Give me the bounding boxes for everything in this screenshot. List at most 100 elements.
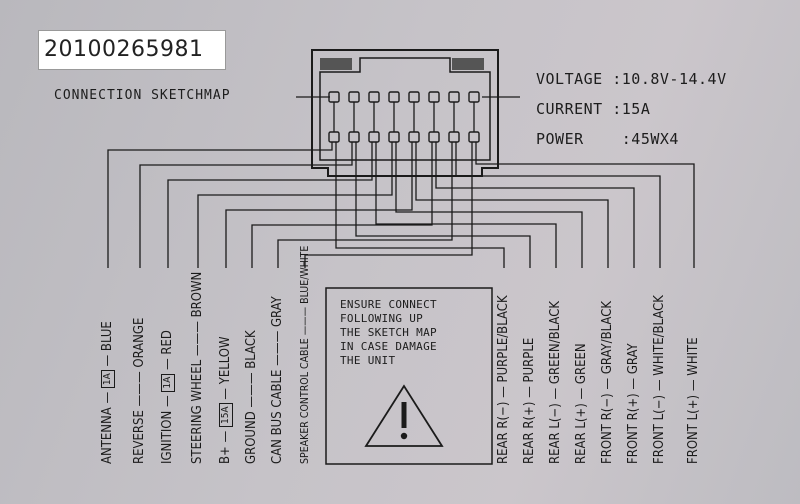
wire-color: WHITE bbox=[686, 337, 701, 376]
connector-pin-bottom-7 bbox=[448, 131, 460, 143]
diagram-title: CONNECTION SKETCHMAP bbox=[54, 88, 231, 103]
wire-name: REVERSE bbox=[132, 410, 147, 464]
wire-left-4 bbox=[197, 142, 393, 268]
wire-traces bbox=[107, 102, 695, 268]
fuse-rating: 1A bbox=[160, 373, 175, 392]
connector-pin-top-4 bbox=[388, 91, 400, 103]
wire-left-6 bbox=[251, 142, 433, 268]
wire-right-2 bbox=[355, 142, 531, 268]
warning-box bbox=[325, 287, 493, 465]
wire-label-left-5: B+ — 15A — YELLOW bbox=[218, 336, 233, 464]
wire-label-right-7: FRONT L(−) — WHITE/BLACK bbox=[652, 295, 667, 464]
fuse-rating: 15A bbox=[218, 403, 233, 428]
wire-right-7 bbox=[455, 142, 661, 268]
connector-pin-bottom-1 bbox=[328, 131, 340, 143]
serial-number: 20100265981 bbox=[44, 37, 204, 62]
connector-pin-bottom-6 bbox=[428, 131, 440, 143]
connector-pin-top-1 bbox=[328, 91, 340, 103]
wire-color: RED bbox=[160, 330, 175, 355]
wire-label-left-3: IGNITION — 1A — RED bbox=[160, 330, 175, 464]
wire-label-right-6: FRONT R(+) — GRAY bbox=[626, 343, 641, 464]
wire-name: FRONT R(−) bbox=[600, 393, 615, 464]
wire-color: BLACK bbox=[244, 330, 259, 369]
wire-name: REAR L(+) bbox=[574, 403, 589, 464]
wire-color: GRAY bbox=[626, 343, 641, 375]
wire-name: SPEAKER CONTROL CABLE bbox=[299, 338, 311, 464]
wire-name: B+ bbox=[218, 446, 233, 464]
wire-left-8 bbox=[304, 142, 473, 268]
wire-name: IGNITION bbox=[160, 410, 175, 464]
spec-voltage: VOLTAGE :10.8V-14.4V bbox=[536, 70, 727, 88]
fuse-rating: 1A bbox=[100, 370, 115, 389]
connector-pin-bottom-2 bbox=[348, 131, 360, 143]
wire-label-left-1: ANTENNA — 1A — BLUE bbox=[100, 321, 115, 464]
connector-latch-left bbox=[320, 58, 352, 70]
wire-name: FRONT L(−) bbox=[652, 394, 667, 464]
wire-label-left-2: REVERSE ——— ORANGE bbox=[132, 317, 147, 464]
wire-label-right-8: FRONT L(+) — WHITE bbox=[686, 337, 701, 464]
wire-color: BROWN bbox=[190, 271, 205, 318]
wire-right-5 bbox=[415, 142, 609, 268]
connector-pin-top-3 bbox=[368, 91, 380, 103]
wire-label-right-5: FRONT R(−) — GRAY/BLACK bbox=[600, 300, 615, 464]
wire-label-right-4: REAR L(+) — GREEN bbox=[574, 343, 589, 464]
wire-color: ORANGE bbox=[132, 317, 147, 368]
wire-label-right-2: REAR R(+) — PURPLE bbox=[522, 337, 537, 464]
wire-color: WHITE/BLACK bbox=[652, 295, 667, 376]
warning-triangle-icon bbox=[364, 384, 444, 447]
wire-color: PURPLE/BLACK bbox=[496, 295, 511, 383]
wire-right-1 bbox=[335, 142, 505, 268]
wire-left-2 bbox=[139, 142, 353, 268]
wire-label-left-8: SPEAKER CONTROL CABLE ——— BLUE/WHITE bbox=[299, 245, 311, 464]
connector-pin-bottom-4 bbox=[388, 131, 400, 143]
connector-pin-bottom-3 bbox=[368, 131, 380, 143]
pin-row-bottom bbox=[328, 131, 480, 143]
wire-left-5 bbox=[225, 142, 413, 268]
connector-inner-outline bbox=[319, 57, 491, 161]
wire-name: FRONT L(+) bbox=[686, 394, 701, 464]
wire-color: GRAY bbox=[270, 296, 285, 328]
connector-pin-top-5 bbox=[408, 91, 420, 103]
connector-pin-top-7 bbox=[448, 91, 460, 103]
wire-color: BLUE/WHITE bbox=[299, 245, 311, 304]
wire-color: GREEN bbox=[574, 343, 589, 385]
warning-text: ENSURE CONNECT FOLLOWING UP THE SKETCH M… bbox=[340, 298, 437, 367]
wire-label-left-4: STEERING WHEEL ——— BROWN bbox=[190, 271, 205, 464]
wire-left-3 bbox=[167, 142, 373, 268]
wire-name: CAN BUS CABLE bbox=[270, 369, 285, 464]
wire-name: REAR R(−) bbox=[496, 401, 511, 464]
wire-name: GROUND bbox=[244, 411, 259, 464]
connector-pin-bottom-8 bbox=[468, 131, 480, 143]
wire-label-right-1: REAR R(−) — PURPLE/BLACK bbox=[496, 295, 511, 464]
connector-pin-top-2 bbox=[348, 91, 360, 103]
wire-label-left-6: GROUND ——— BLACK bbox=[244, 330, 259, 464]
wire-name: ANTENNA bbox=[100, 407, 115, 464]
wire-name: REAR R(+) bbox=[522, 401, 537, 464]
wire-right-4 bbox=[395, 142, 583, 268]
wire-name: REAR L(−) bbox=[548, 403, 563, 464]
wire-left-7 bbox=[277, 142, 453, 268]
wire-color: BLUE bbox=[100, 321, 115, 352]
wire-name: STEERING WHEEL bbox=[190, 359, 205, 464]
spec-current: CURRENT :15A bbox=[536, 100, 651, 118]
pin-row-top bbox=[328, 91, 480, 103]
connector-pin-bottom-5 bbox=[408, 131, 420, 143]
connector-pin-top-8 bbox=[468, 91, 480, 103]
connector-pin-top-6 bbox=[428, 91, 440, 103]
wire-name: FRONT R(+) bbox=[626, 393, 641, 464]
wire-color: PURPLE bbox=[522, 337, 537, 383]
wire-right-6 bbox=[435, 142, 635, 268]
wire-left-1 bbox=[107, 142, 333, 268]
wire-right-3 bbox=[375, 142, 557, 268]
wire-color: YELLOW bbox=[218, 336, 233, 385]
wire-color: GREEN/BLACK bbox=[548, 300, 563, 385]
wire-label-right-3: REAR L(−) — GREEN/BLACK bbox=[548, 300, 563, 464]
connector-latch-right bbox=[452, 58, 484, 70]
spec-power: POWER :45WX4 bbox=[536, 130, 679, 148]
wire-label-left-7: CAN BUS CABLE ——— GRAY bbox=[270, 296, 285, 464]
wire-right-8 bbox=[475, 142, 695, 268]
serial-sticker bbox=[38, 30, 226, 70]
wire-color: GRAY/BLACK bbox=[600, 300, 615, 375]
